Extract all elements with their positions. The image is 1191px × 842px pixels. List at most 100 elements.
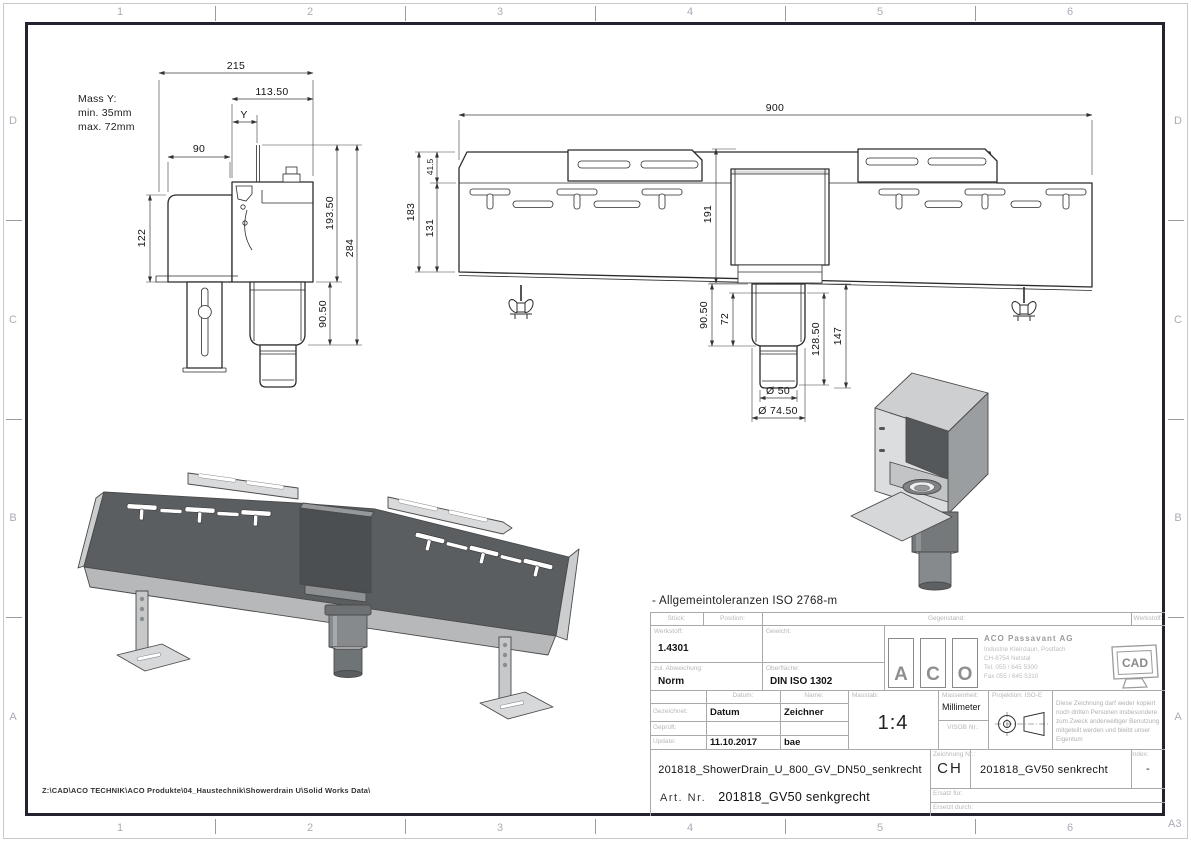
- dim-label-900: 900: [766, 102, 784, 114]
- grid-tick: [215, 6, 216, 21]
- grid-col-label: 5: [876, 6, 884, 18]
- dim-label-122: 122: [136, 229, 148, 247]
- grid-row-label: A: [1174, 711, 1182, 723]
- grid-row-label: C: [1174, 314, 1182, 326]
- label-gewicht: Gewicht:: [766, 628, 792, 635]
- label-werkstoff-top: Werkstoff:: [1133, 615, 1163, 622]
- label-position: Position:: [720, 615, 745, 622]
- grid-col-label: 3: [496, 822, 504, 834]
- label-zeichnung-nr: Zeichnung Nr.:: [933, 751, 976, 758]
- isometric-view-large: [77, 472, 580, 720]
- disclaimer-line: noch dritten Personen insbesondere: [1056, 709, 1158, 716]
- dim-label-90: 90: [193, 143, 205, 155]
- grid-row-label: D: [1174, 115, 1182, 127]
- grid-col-label: 1: [116, 822, 124, 834]
- dim-label-90-50-front: 90.50: [698, 301, 710, 329]
- grid-tick: [6, 220, 22, 221]
- dim-label-90-50-side: 90.50: [317, 300, 329, 328]
- label-update: Update:: [653, 738, 676, 745]
- grid-col-label: 4: [686, 822, 694, 834]
- dim-label-131: 131: [424, 219, 436, 237]
- grid-tick: [6, 419, 22, 420]
- label-geprueft: Geprüft:: [653, 724, 677, 731]
- label-masstab: Masstab:: [852, 692, 879, 699]
- dim-label-183: 183: [405, 203, 417, 221]
- label-gezeichnet: Gezeichnet:: [653, 708, 688, 715]
- dim-label-193-50: 193.50: [324, 196, 336, 230]
- sheet-format-label: A3: [1168, 818, 1182, 830]
- company-address2: CH-8754 Netstal: [984, 655, 1031, 662]
- dim-label-147: 147: [832, 327, 844, 345]
- drawing-description: 201818_ShowerDrain_U_800_GV_DN50_senkrec…: [658, 764, 922, 776]
- aco-logo-bar: A: [888, 638, 914, 688]
- dim-label-dia-50: Ø 50: [766, 385, 790, 397]
- label-gegenstand: Gegenstand:: [927, 615, 966, 622]
- label-name: Name:: [804, 692, 824, 699]
- label-datum: Datum:: [732, 692, 754, 699]
- value-abweichung: Norm: [658, 676, 685, 687]
- grid-row-label: D: [9, 115, 17, 127]
- dim-label-y: Y: [240, 109, 247, 121]
- grid-col-label: 2: [306, 6, 314, 18]
- title-block: Stück: Position: Gegenstand: Werkstoff: …: [650, 612, 1165, 816]
- label-projektion: Projektion: ISO-E: [992, 692, 1043, 699]
- aco-logo-letter: O: [957, 664, 973, 685]
- grid-tick: [785, 819, 786, 834]
- label-index: Index:: [1131, 751, 1149, 758]
- grid-tick: [1168, 220, 1184, 221]
- value-index: -: [1146, 763, 1150, 775]
- label-vsob-nr: VISOB Nr.:: [947, 724, 979, 731]
- value-gezeichnet-datum: Datum: [710, 707, 740, 718]
- dim-label-72: 72: [719, 313, 731, 325]
- label-oberflaeche: Oberfläche:: [766, 665, 800, 672]
- value-oberflaeche: DIN ISO 1302: [770, 676, 833, 687]
- aco-logo-bar: O: [952, 638, 978, 688]
- disclaimer-line: Eigentum: [1056, 736, 1083, 743]
- value-update-datum: 11.10.2017: [710, 737, 758, 748]
- disclaimer-line: mitgeteilt werden und bleibt unser: [1056, 727, 1151, 734]
- grid-col-label: 4: [686, 6, 694, 18]
- cad-badge-icon: CAD: [1106, 644, 1162, 695]
- mass-y-note: Mass Y: min. 35mm max. 72mm: [78, 92, 135, 134]
- label-stueck: Stück:: [667, 615, 686, 622]
- company-fax: Fax 055 / 645 5310: [984, 673, 1039, 680]
- grid-col-label: 1: [116, 6, 124, 18]
- grid-tick: [405, 6, 406, 21]
- dim-label-dia-74-50: Ø 74.50: [758, 405, 797, 417]
- file-path: Z:\CAD\ACO TECHNIK\ACO Produkte\04_Haust…: [42, 786, 371, 795]
- sheet-outer-border: [3, 3, 1188, 839]
- disclaimer-line: zum Zweck anderweitiger Benutzung: [1056, 718, 1160, 725]
- grid-row-label: A: [9, 711, 17, 723]
- grid-tick: [595, 819, 596, 834]
- value-zeichnung-nr: 201818_GV50 senkrecht: [980, 764, 1108, 776]
- grid-col-label: 5: [876, 822, 884, 834]
- mass-y-min: min. 35mm: [78, 107, 132, 119]
- label-ersetzt-durch: Ersetzt durch:: [933, 804, 974, 811]
- value-gezeichnet-name: Zeichner: [784, 707, 824, 718]
- label-abweichung: zul. Abweichung:: [654, 665, 703, 672]
- company-tel: Tel. 055 / 645 5300: [984, 664, 1038, 671]
- aco-logo-bar: C: [920, 638, 946, 688]
- dim-label-191: 191: [702, 205, 714, 223]
- value-update-name: bae: [784, 737, 801, 748]
- drawing-frame: [25, 22, 1165, 816]
- dim-label-215: 215: [227, 60, 245, 72]
- label-ersatz-fuer: Ersatz für:: [933, 790, 963, 797]
- value-zeichnung-land: CH: [937, 760, 963, 777]
- aco-logo-letter: A: [894, 664, 908, 685]
- grid-tick: [6, 617, 22, 618]
- isometric-view-small: [850, 372, 989, 591]
- value-art-nr: 201818_GV50 senkgrecht: [718, 790, 871, 804]
- grid-tick: [975, 819, 976, 834]
- value-masstab: 1:4: [877, 712, 909, 734]
- side-view: 215 113.50 Y 90 122 193.50 284 90.50: [136, 60, 362, 388]
- cad-badge-text: CAD: [1122, 656, 1148, 670]
- grid-row-label: C: [9, 314, 17, 326]
- grid-tick: [1168, 419, 1184, 420]
- aco-logo-letter: C: [926, 664, 940, 685]
- dim-label-284: 284: [344, 239, 356, 257]
- grid-tick: [785, 6, 786, 21]
- mass-y-max: max. 72mm: [78, 121, 135, 133]
